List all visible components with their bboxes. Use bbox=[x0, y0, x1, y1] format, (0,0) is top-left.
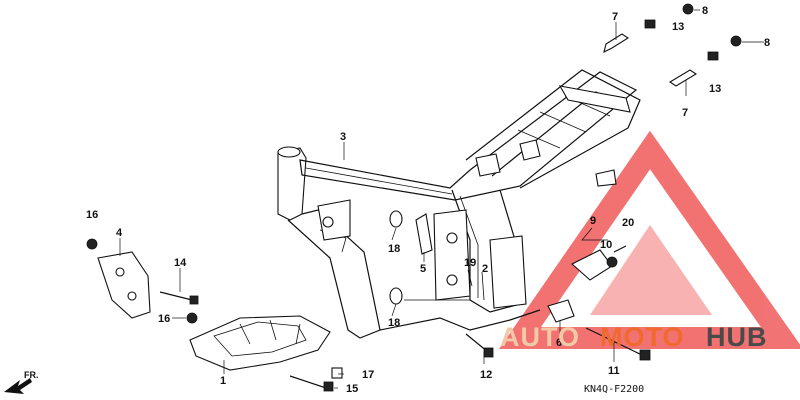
nut-8-upper bbox=[682, 3, 694, 15]
callout-18b: 18 bbox=[388, 317, 400, 329]
skid-plate bbox=[189, 315, 331, 371]
callout-8b: 8 bbox=[764, 37, 770, 49]
bolt-15 bbox=[289, 375, 327, 389]
callout-16b: 16 bbox=[158, 313, 170, 325]
callout-19: 19 bbox=[464, 257, 476, 269]
collar-6 bbox=[547, 299, 575, 323]
seat-plate bbox=[558, 85, 631, 113]
callout-11: 11 bbox=[608, 365, 620, 377]
leader-lines bbox=[119, 9, 764, 389]
pivot-plate-right bbox=[489, 235, 527, 309]
callout-13a: 13 bbox=[672, 21, 684, 33]
collar-7-right bbox=[668, 69, 698, 87]
bolt-14-head bbox=[189, 295, 199, 305]
bolt-20 bbox=[613, 245, 627, 253]
nut-8-right bbox=[730, 35, 742, 47]
engine-hanger-bracket bbox=[97, 251, 151, 319]
pivot-hole-lower bbox=[446, 274, 458, 286]
engine-hanger-hole-2 bbox=[127, 291, 137, 301]
bolt-12-head bbox=[483, 347, 494, 358]
front-direction-arrow: FR. bbox=[4, 370, 39, 394]
diagram-code: KN4Q-F2200 bbox=[584, 384, 644, 395]
leader-18b bbox=[391, 303, 397, 317]
watermark-triangle-outer bbox=[499, 130, 800, 349]
skid-plate-recess bbox=[213, 321, 307, 357]
front-engine-mount-hole bbox=[322, 216, 334, 228]
callout-16a: 16 bbox=[86, 209, 98, 221]
head-pipe-top bbox=[277, 146, 301, 158]
leader-9 bbox=[581, 227, 608, 241]
callout-3: 3 bbox=[340, 131, 346, 143]
rubber-18-upper bbox=[389, 210, 403, 228]
front-arrow-icon bbox=[4, 378, 32, 394]
rear-subframe-rail bbox=[465, 69, 641, 189]
hardware bbox=[86, 3, 742, 392]
watermark-text: AUTO MOTO HUB bbox=[500, 322, 768, 352]
lower-cradle bbox=[379, 309, 541, 331]
front-engine-mount bbox=[317, 199, 351, 241]
watermark-text-hub: HUB bbox=[706, 322, 768, 352]
callout-5: 5 bbox=[420, 263, 426, 275]
callout-17: 17 bbox=[362, 369, 374, 381]
callout-4: 4 bbox=[116, 227, 123, 239]
callout-7b: 7 bbox=[682, 107, 688, 119]
callout-14: 14 bbox=[174, 257, 187, 269]
callout-18a: 18 bbox=[388, 243, 400, 255]
callout-12: 12 bbox=[480, 369, 492, 381]
top-tube-edge bbox=[305, 167, 453, 195]
clip-19-2 bbox=[467, 269, 485, 301]
stay-5 bbox=[415, 213, 433, 255]
bolt-11-head bbox=[639, 349, 651, 361]
callout-1: 1 bbox=[220, 375, 226, 387]
rear-bracket bbox=[475, 153, 501, 177]
callout-2: 2 bbox=[482, 263, 488, 275]
side-bracket bbox=[595, 169, 617, 187]
watermark-text-moto: MOTO bbox=[600, 322, 685, 352]
callout-numbers: 7 8 13 8 13 7 3 16 4 14 16 1 17 15 18 18… bbox=[86, 5, 770, 395]
bolt-13-right bbox=[707, 51, 719, 61]
callout-7a: 7 bbox=[612, 11, 618, 23]
skid-plate-body bbox=[189, 315, 331, 371]
front-direction-label: FR. bbox=[24, 370, 39, 380]
leader-18a bbox=[391, 227, 397, 241]
nut-16-upper bbox=[86, 238, 98, 250]
watermark-triangle-inner bbox=[590, 225, 712, 315]
callout-20: 20 bbox=[622, 217, 634, 229]
bolt-13-upper bbox=[644, 19, 656, 29]
collar-7-upper bbox=[603, 33, 630, 54]
skid-plate-ribs bbox=[239, 319, 301, 345]
collar-17 bbox=[331, 367, 343, 379]
callout-6: 6 bbox=[556, 337, 562, 349]
nut-10 bbox=[606, 256, 618, 268]
callout-15: 15 bbox=[346, 383, 358, 395]
callout-8a: 8 bbox=[702, 5, 708, 17]
pivot-plate-left bbox=[433, 209, 471, 301]
callout-13b: 13 bbox=[709, 83, 721, 95]
rubber-18-lower bbox=[389, 287, 403, 305]
top-tube bbox=[299, 71, 638, 201]
pivot-hole-upper bbox=[446, 232, 458, 244]
bolt-11 bbox=[585, 327, 645, 357]
nut-16-lower bbox=[186, 312, 198, 324]
engine-hanger-hole-1 bbox=[115, 267, 125, 277]
main-frame bbox=[277, 69, 641, 339]
upper-bracket bbox=[519, 139, 541, 161]
bolt-14 bbox=[159, 291, 193, 301]
watermark-logo bbox=[499, 130, 800, 349]
head-pipe bbox=[277, 147, 307, 221]
callout-9: 9 bbox=[590, 215, 596, 227]
callout-10: 10 bbox=[600, 239, 612, 251]
engine-hanger-plate bbox=[97, 251, 151, 319]
watermark-text-auto: AUTO bbox=[500, 322, 580, 352]
bolt-15-head bbox=[323, 381, 334, 392]
